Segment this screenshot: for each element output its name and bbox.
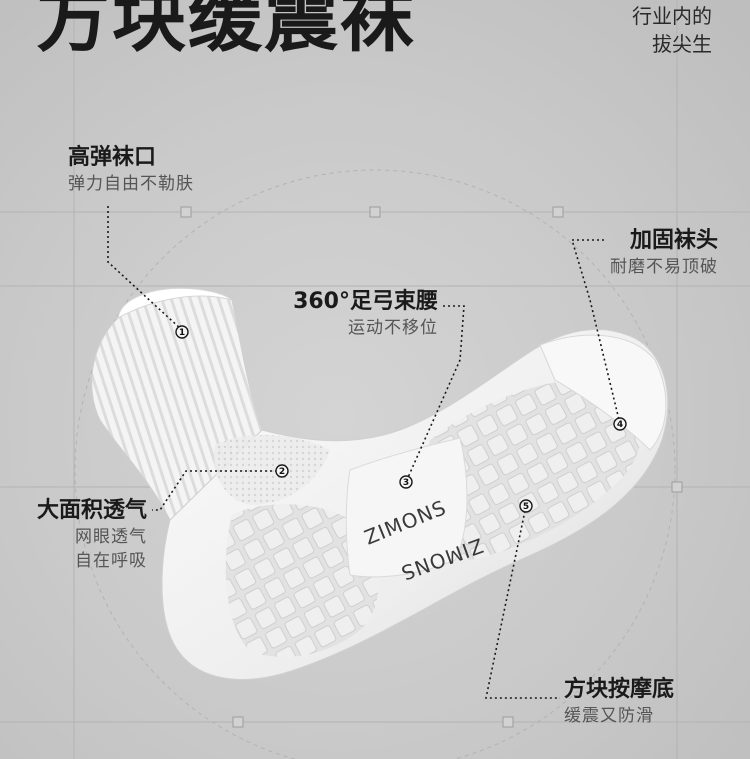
mesh-panel [214,434,330,505]
feature-toe-title: 加固袜头 [629,228,718,253]
page-title: 方块缓震袜 [36,0,416,62]
feature-sole: 方块按摩底 缓震又防滑 [564,676,674,728]
marker-1: 1 [179,328,185,338]
feature-mesh-title: 大面积透气 [36,498,147,523]
feature-cuff-subtitle: 弹力自由不勒肤 [68,174,194,194]
cushion-forefoot [427,378,643,560]
feature-sole-subtitle: 缓震又防滑 [564,706,654,726]
tagline-line-1: 行业内的 [632,4,712,28]
arch-band [345,437,468,578]
marker-2: 2 [279,467,285,477]
feature-mesh-subtitle-2: 自在呼吸 [75,551,147,571]
feature-toe-subtitle: 耐磨不易顶破 [610,257,718,277]
tagline: 行业内的 拔尖生 [632,2,712,58]
feature-arch-subtitle: 运动不移位 [348,318,438,338]
marker-3: 3 [403,478,409,488]
feature-arch: 360°足弓束腰 运动不移位 [293,288,438,340]
feature-mesh: 大面积透气 网眼透气 自在呼吸 [37,497,147,573]
marker-5: 5 [523,502,529,512]
tagline-line-2: 拔尖生 [652,32,712,56]
feature-mesh-subtitle-1: 网眼透气 [75,527,147,547]
feature-arch-title: 360°足弓束腰 [293,289,438,314]
feature-cuff-title: 高弹袜口 [68,145,157,170]
feature-sole-title: 方块按摩底 [564,677,675,702]
feature-toe: 加固袜头 耐磨不易顶破 [610,227,718,279]
marker-4: 4 [617,420,623,430]
feature-cuff: 高弹袜口 弹力自由不勒肤 [68,144,194,196]
cushion-heel [225,504,379,658]
toe-cap [539,334,667,451]
